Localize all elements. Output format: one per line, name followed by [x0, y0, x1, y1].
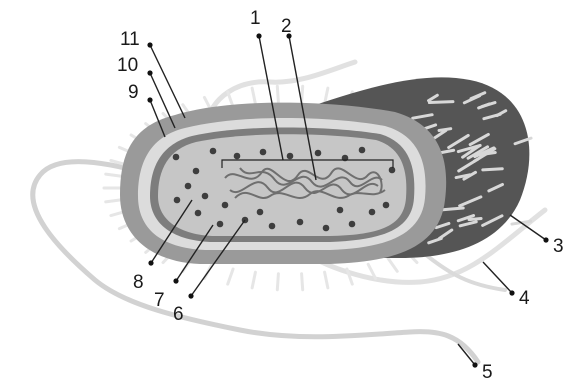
pilus — [388, 258, 397, 271]
ribosome — [389, 167, 396, 174]
pole-pilus — [429, 102, 453, 103]
ribosome — [269, 223, 276, 230]
ribosome — [234, 153, 241, 160]
label-2: 2 — [281, 16, 292, 37]
ribosome — [257, 209, 264, 216]
label-11: 11 — [120, 29, 140, 50]
label-8: 8 — [133, 272, 144, 293]
pilus — [106, 200, 122, 202]
pilus — [277, 86, 278, 102]
pilus — [325, 272, 328, 288]
pole-pilus — [483, 169, 502, 170]
ribosome — [222, 202, 229, 209]
ribosome — [315, 150, 322, 157]
ribosome — [193, 168, 200, 175]
ribosome — [359, 147, 366, 154]
pilus — [252, 272, 255, 288]
label-3: 3 — [553, 236, 564, 257]
pilus — [252, 88, 255, 104]
pole-pilus — [469, 218, 481, 219]
ribosome — [323, 225, 330, 232]
ribosome — [202, 193, 209, 200]
ribosome — [210, 148, 217, 155]
label-9: 9 — [128, 82, 139, 103]
pilus — [228, 92, 233, 107]
ribosome — [217, 221, 224, 228]
pilus — [277, 274, 278, 290]
ribosome — [297, 219, 304, 226]
label-7: 7 — [154, 290, 165, 311]
pilus — [302, 274, 303, 290]
label-4: 4 — [519, 288, 530, 309]
ribosome — [173, 154, 180, 161]
label-1: 1 — [250, 8, 261, 29]
pilus — [106, 174, 122, 176]
ribosome — [287, 153, 294, 160]
ribosome — [174, 197, 181, 204]
ribosome — [337, 207, 344, 214]
ribosome — [260, 149, 267, 156]
label-6: 6 — [173, 304, 184, 325]
ribosome — [195, 210, 202, 217]
ribosome — [349, 221, 356, 228]
pilus — [228, 269, 233, 284]
pilus — [302, 86, 303, 102]
ribosome — [383, 202, 390, 209]
ribosome — [185, 183, 192, 190]
label-5: 5 — [482, 362, 493, 383]
ribosome — [369, 209, 376, 216]
label-10: 10 — [117, 55, 138, 76]
